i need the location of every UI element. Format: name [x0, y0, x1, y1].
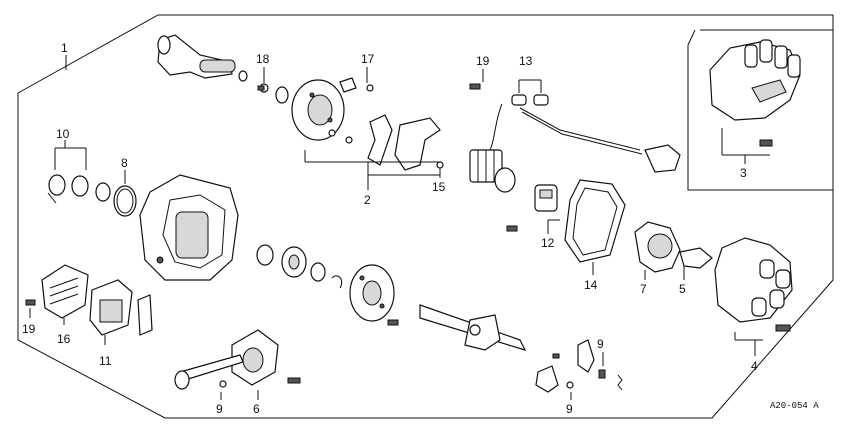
svg-text:4: 4 [751, 359, 758, 373]
drawing-code: A20-054 A [770, 401, 819, 411]
svg-text:18: 18 [256, 52, 270, 66]
svg-text:12: 12 [541, 236, 555, 250]
o-ring-8: 8 [113, 156, 137, 217]
governor-weights: 9 9 [535, 337, 623, 416]
wiring-harness [469, 103, 681, 193]
assembly-boundary [17, 14, 834, 419]
drive-shaft [419, 304, 527, 351]
screw-15: 15 [432, 161, 446, 194]
module-16: 16 [41, 264, 89, 346]
svg-text:19: 19 [22, 322, 36, 336]
svg-text:2: 2 [364, 193, 371, 207]
svg-text:14: 14 [584, 278, 598, 292]
svg-text:9: 9 [566, 402, 573, 416]
distributor-cap-4: 4 [714, 237, 793, 373]
screw-19-top: 19 [469, 54, 490, 90]
cap-assembly-3: 3 [709, 39, 801, 180]
housing-7: 7 [634, 221, 681, 296]
clip-17: 17 [339, 52, 375, 93]
flange-plate [349, 264, 399, 326]
ignitor-11: 11 [89, 279, 153, 368]
washer-9-left: 9 [216, 392, 223, 416]
svg-text:17: 17 [361, 52, 375, 66]
svg-text:9: 9 [216, 402, 223, 416]
svg-text:3: 3 [740, 166, 747, 180]
svg-text:16: 16 [57, 332, 71, 346]
svg-text:7: 7 [640, 282, 647, 296]
screw-19-left: 19 [22, 299, 36, 336]
breaker-plate-2: 2 [291, 79, 441, 207]
svg-text:11: 11 [99, 354, 112, 368]
vacuum-advance-6: 6 [174, 329, 301, 416]
svg-text:6: 6 [253, 402, 260, 416]
svg-text:8: 8 [121, 156, 128, 170]
screw-18: 18 [256, 52, 289, 104]
distributor-shaft-top [157, 34, 248, 82]
bearing-set [256, 244, 343, 289]
callout-1: 1 [61, 41, 68, 70]
connector-5: 5 [679, 247, 713, 296]
cap-inset-edge [687, 29, 833, 191]
svg-text:9: 9 [597, 337, 604, 351]
washer [95, 182, 111, 202]
distributor-housing [139, 174, 239, 281]
svg-text:15: 15 [432, 180, 446, 194]
svg-text:19: 19 [476, 54, 490, 68]
svg-text:13: 13 [519, 54, 533, 68]
svg-text:5: 5 [679, 282, 686, 296]
svg-text:1: 1 [61, 41, 68, 55]
seal-10: 10 [47, 127, 89, 204]
svg-text:10: 10 [56, 127, 70, 141]
gasket-14: 14 [564, 179, 626, 292]
connector-13: 13 [511, 54, 549, 106]
rotor-12: 12 [506, 184, 560, 250]
